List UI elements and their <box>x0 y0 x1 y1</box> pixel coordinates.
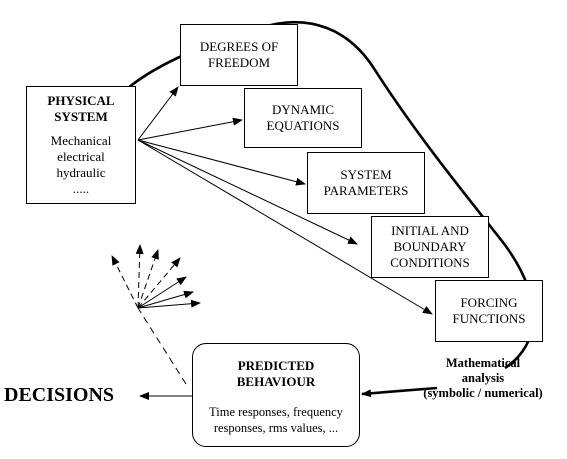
step-initial-boundary-conditions: INITIAL AND BOUNDARY CONDITIONS <box>371 216 489 278</box>
step-label: DEGREES OF <box>199 39 279 54</box>
physical-system-item: electrical <box>57 149 105 164</box>
analysis-label: Mathematical analysis (symbolic / numeri… <box>400 356 566 401</box>
physical-system-title-1: PHYSICAL <box>47 93 115 108</box>
predicted-behaviour-box: PREDICTED BEHAVIOUR Time responses, freq… <box>192 343 360 447</box>
physical-system-item: ..... <box>72 181 90 196</box>
feedback-dashed-line <box>137 307 187 385</box>
predicted-body-line: Time responses, frequency <box>209 405 343 419</box>
step-forcing-functions: FORCING FUNCTIONS <box>435 280 543 342</box>
analysis-label-line: analysis <box>461 371 505 385</box>
step-label: FUNCTIONS <box>452 311 526 326</box>
physical-system-item: hydraulic <box>56 165 106 180</box>
step-label: SYSTEM <box>340 167 392 182</box>
physical-system-box: PHYSICAL SYSTEM Mechanical electrical hy… <box>26 86 136 204</box>
step-label: BOUNDARY <box>393 239 467 254</box>
step-label: DYNAMIC <box>271 102 335 117</box>
predicted-title-2: BEHAVIOUR <box>236 374 316 389</box>
arrow-to-system-parameters <box>137 139 306 186</box>
analysis-label-line: Mathematical <box>445 356 521 370</box>
arrow-to-degrees-of-freedom <box>137 86 179 141</box>
arrow-to-initial-conditions <box>137 139 358 245</box>
physical-system-title-2: SYSTEM <box>54 109 108 124</box>
step-dynamic-equations: DYNAMIC EQUATIONS <box>244 88 362 148</box>
predicted-title-1: PREDICTED <box>237 358 315 373</box>
step-system-parameters: SYSTEM PARAMETERS <box>307 152 425 214</box>
step-degrees-of-freedom: DEGREES OF FREEDOM <box>180 24 298 86</box>
arrow-to-forcing-functions <box>137 139 433 315</box>
step-label: CONDITIONS <box>390 255 470 270</box>
step-label: INITIAL AND <box>391 223 469 238</box>
analysis-label-line: (symbolic / numerical) <box>423 386 543 400</box>
arrow-to-dynamic-equations <box>137 117 243 141</box>
step-label: PARAMETERS <box>323 183 409 198</box>
predicted-body-line: responses, rms values, ... <box>213 421 339 435</box>
physical-system-item: Mechanical <box>50 133 112 148</box>
step-label: EQUATIONS <box>266 118 340 133</box>
decision-fan-arrows <box>111 244 201 309</box>
step-label: FREEDOM <box>207 55 271 70</box>
decisions-label: DECISIONS <box>4 384 115 406</box>
step-label: FORCING <box>460 295 518 310</box>
arrow-analysis-to-predicted <box>361 386 438 398</box>
